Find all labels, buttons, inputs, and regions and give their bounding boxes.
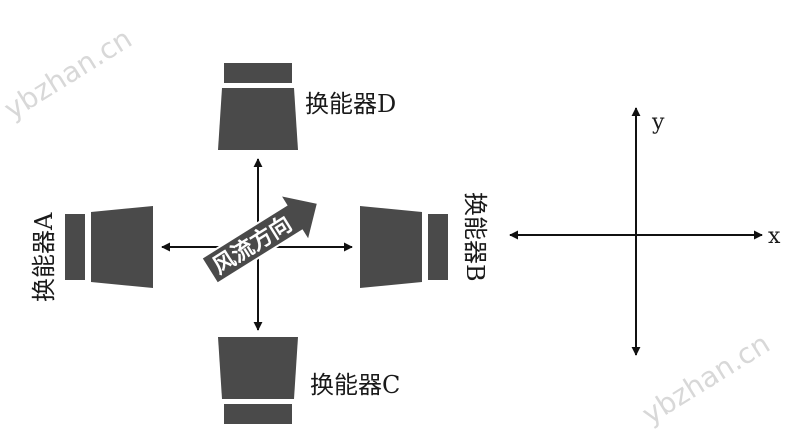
flow-direction-arrow: 风流方向: [200, 193, 320, 285]
transducer-b-label: 换能器B: [461, 192, 489, 282]
x-axis-label: x: [768, 224, 781, 249]
transducer-d-label: 换能器D: [305, 90, 396, 118]
transducer-c-label: 换能器C: [310, 371, 400, 399]
transducer-c: [218, 337, 298, 424]
transducer-a-label: 换能器A: [30, 212, 58, 302]
y-axis-label: y: [651, 110, 665, 135]
watermark-top-left: ybzhan.cn: [0, 22, 138, 126]
transducer-d: [218, 63, 298, 150]
watermark-bottom-right: ybzhan.cn: [636, 327, 775, 431]
transducer-b: [360, 206, 448, 288]
transducer-a: [65, 206, 153, 288]
